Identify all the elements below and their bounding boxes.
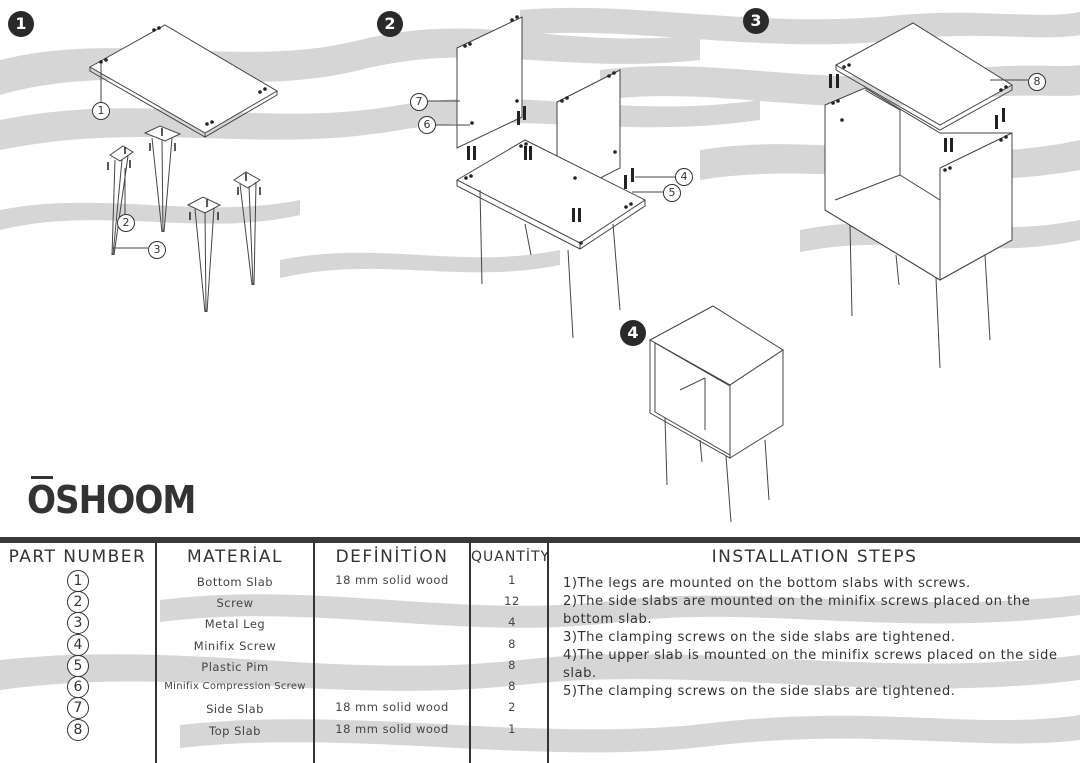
material-cell: Minifix Compression Screw [164, 681, 306, 692]
step-badge-4: 4 [620, 320, 646, 346]
part-number-badge: 1 [67, 570, 89, 592]
part-number-badge: 2 [67, 591, 89, 613]
part-number-badge: 7 [67, 697, 89, 719]
quantity-cell: 1 [508, 722, 516, 736]
step-text: 5)The clamping screws on the side slabs … [563, 684, 956, 699]
quantity-cell: 8 [508, 679, 516, 693]
definition-cell: 18 mm solid wood [335, 722, 449, 736]
header-part-number: PART NUMBER [8, 547, 147, 567]
quantity-cell: 8 [508, 658, 516, 672]
material-cell: Plastic Pim [201, 660, 269, 674]
part-number-badge: 5 [67, 655, 89, 677]
material-cell: Metal Leg [204, 617, 266, 631]
material-cell: Top Slab [209, 724, 261, 738]
part-number-badge: 8 [67, 719, 89, 741]
part-number-badge: 3 [67, 612, 89, 634]
brand-logo: OSHOOM [27, 478, 196, 522]
step-text: 1)The legs are mounted on the bottom sla… [563, 576, 971, 591]
material-cell: Screw [216, 596, 254, 610]
material-cell: Bottom Slab [196, 575, 274, 589]
part-number-badge: 6 [67, 676, 89, 698]
step1-bottom-slab-drawing [88, 24, 278, 138]
callout-6: 6 [418, 116, 436, 134]
step4-finished-cabinet-drawing [648, 305, 784, 523]
header-definition: DEFİNİTİON [335, 547, 449, 567]
definition-cell: 18 mm solid wood [335, 700, 449, 714]
column-divider [155, 543, 157, 763]
material-cell: Minifix Screw [193, 639, 277, 653]
step-badge-3: 3 [743, 8, 769, 34]
quantity-cell: 8 [508, 637, 516, 651]
callout-7: 7 [410, 93, 428, 111]
material-cell: Side Slab [206, 702, 264, 716]
step-text: 2)The side slabs are mounted on the mini… [563, 594, 1031, 627]
callout-5: 5 [663, 184, 681, 202]
column-divider [313, 543, 315, 763]
header-quantity: QUANTİTY [471, 549, 551, 565]
assembly-drawings [88, 15, 1028, 523]
header-material: MATERİAL [186, 547, 284, 567]
callout-3: 3 [148, 241, 166, 259]
step1-legs-drawing [107, 125, 261, 313]
callout-8: 8 [1028, 73, 1046, 91]
step3-top-slab-drawing [824, 22, 1028, 369]
step2-side-slabs-drawing [428, 15, 675, 339]
step-text: 4)The upper slab is mounted on the minif… [563, 648, 1058, 681]
step-badge-1: 1 [8, 11, 34, 37]
callout-1: 1 [92, 102, 110, 120]
installation-steps: 1)The legs are mounted on the bottom sla… [563, 575, 1075, 701]
quantity-cell: 1 [508, 573, 516, 587]
column-divider [547, 543, 549, 763]
step-text: 3)The clamping screws on the side slabs … [563, 630, 956, 645]
quantity-cell: 12 [504, 594, 520, 608]
brand-overline [31, 476, 53, 479]
column-divider [469, 543, 471, 763]
table-top-rule [0, 537, 1080, 543]
step-badge-2: 2 [377, 11, 403, 37]
quantity-cell: 2 [508, 700, 516, 714]
callout-4: 4 [675, 168, 693, 186]
callout-2: 2 [117, 214, 135, 232]
header-installation-steps: INSTALLATION STEPS [711, 547, 918, 567]
part-number-badge: 4 [67, 634, 89, 656]
definition-cell: 18 mm solid wood [335, 573, 449, 587]
quantity-cell: 4 [508, 615, 516, 629]
